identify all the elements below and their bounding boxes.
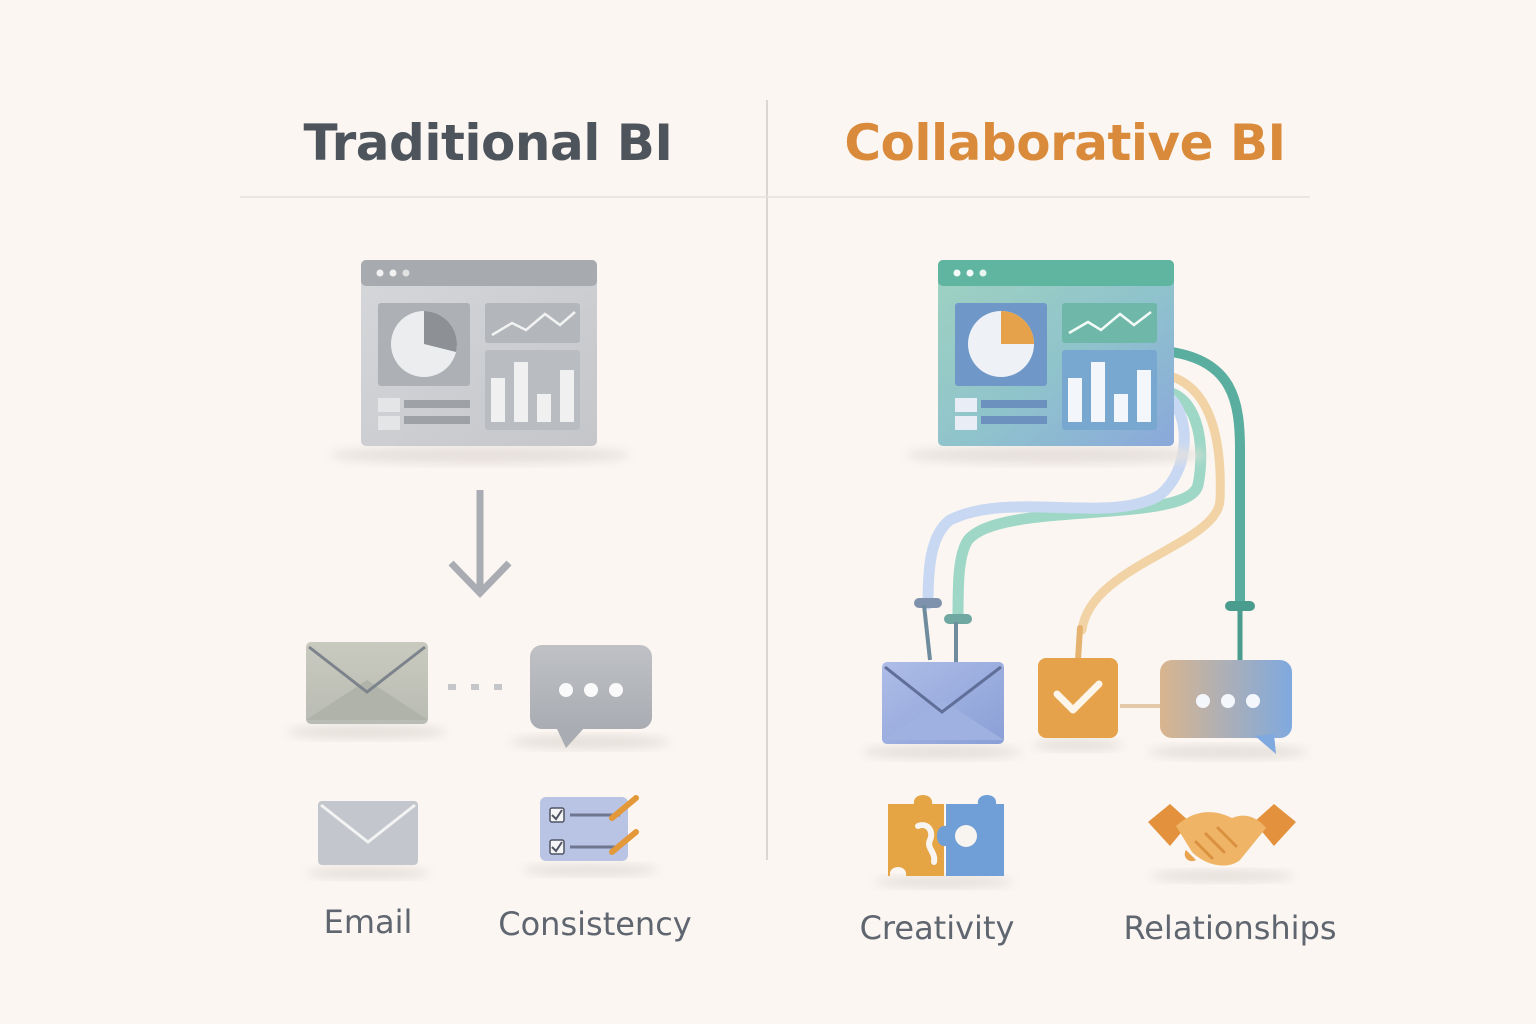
- handshake-icon: [1148, 804, 1296, 882]
- right-envelope-icon: [862, 662, 1022, 759]
- right-dashboard-window-icon: [906, 260, 1206, 464]
- checklist-icon: [522, 795, 658, 876]
- consistency-label: Consistency: [498, 905, 692, 943]
- left-chat-bubble-icon: [510, 645, 670, 749]
- checkmark-icon: [1033, 658, 1162, 751]
- left-dashboard-window-icon: [330, 260, 630, 464]
- down-arrow-icon: [448, 490, 512, 599]
- right-chat-bubble-icon: [1148, 660, 1308, 759]
- creativity-label: Creativity: [859, 909, 1015, 947]
- traditional-bi-title: Traditional BI: [303, 114, 673, 172]
- left-email-envelope-icon: [306, 801, 430, 879]
- email-label: Email: [323, 903, 413, 941]
- puzzle-icon: [874, 795, 1014, 888]
- collaborative-bi-title: Collaborative BI: [844, 114, 1286, 172]
- left-envelope-icon: [287, 642, 447, 739]
- dashed-connector: [448, 684, 502, 690]
- relationships-label: Relationships: [1123, 909, 1337, 947]
